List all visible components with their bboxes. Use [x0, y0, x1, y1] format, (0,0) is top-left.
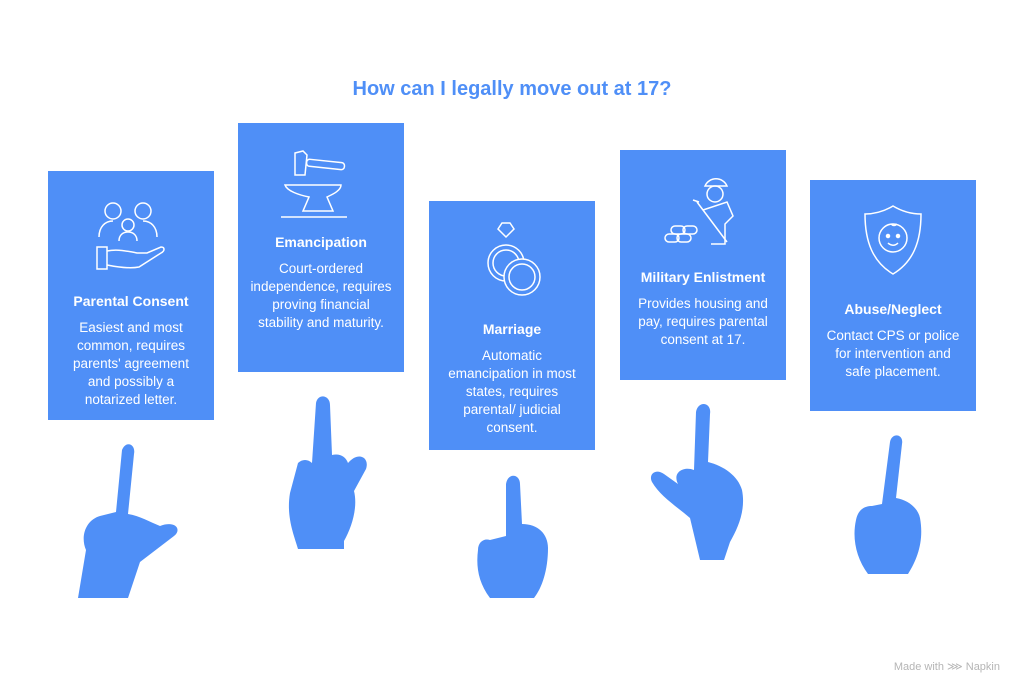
- card-title: Parental Consent: [73, 293, 189, 309]
- card-title: Emancipation: [275, 234, 367, 250]
- wedding-rings-icon: [487, 222, 541, 296]
- card-military-enlistment: Military Enlistment Provides housing and…: [620, 150, 786, 380]
- card-text: Easiest and most common, requires parent…: [73, 320, 189, 407]
- page-title: How can I legally move out at 17?: [352, 78, 672, 100]
- card-title: Marriage: [482, 321, 542, 337]
- pointing-hand-icon: [854, 435, 922, 574]
- soldier-icon: [664, 178, 734, 245]
- napkin-logo-icon: ⋙: [947, 661, 963, 673]
- card-text: Automatic emancipation in most states, r…: [448, 348, 576, 435]
- made-with-label: Made with: [893, 661, 944, 673]
- card-parental-consent: Parental Consent Easiest and most common…: [48, 171, 214, 420]
- card-emancipation: Emancipation Court-ordered independence,…: [238, 123, 404, 372]
- card-title: Abuse/Neglect: [844, 301, 942, 317]
- pointing-hand-icon: [78, 444, 178, 598]
- pointing-hand-icon: [288, 396, 367, 549]
- shield-child-icon: [864, 205, 922, 275]
- pointing-hand-icon: [650, 403, 744, 560]
- card-text: Provides housing and pay, requires paren…: [638, 296, 768, 347]
- card-text: Court-ordered independence, requires pro…: [250, 261, 392, 330]
- napkin-brand-label: Napkin: [965, 661, 1000, 673]
- card-title: Military Enlistment: [640, 269, 766, 285]
- made-with-napkin-badge[interactable]: Made with ⋙ Napkin: [894, 660, 1000, 673]
- pointing-hand-icon: [477, 475, 548, 598]
- hammer-anvil-icon: [281, 150, 347, 218]
- card-abuse-neglect: Abuse/Neglect Contact CPS or police for …: [810, 180, 976, 411]
- card-text: Contact CPS or police for intervention a…: [826, 328, 960, 379]
- card-marriage: Marriage Automatic emancipation in most …: [429, 201, 595, 450]
- family-in-hand-icon: [96, 202, 165, 270]
